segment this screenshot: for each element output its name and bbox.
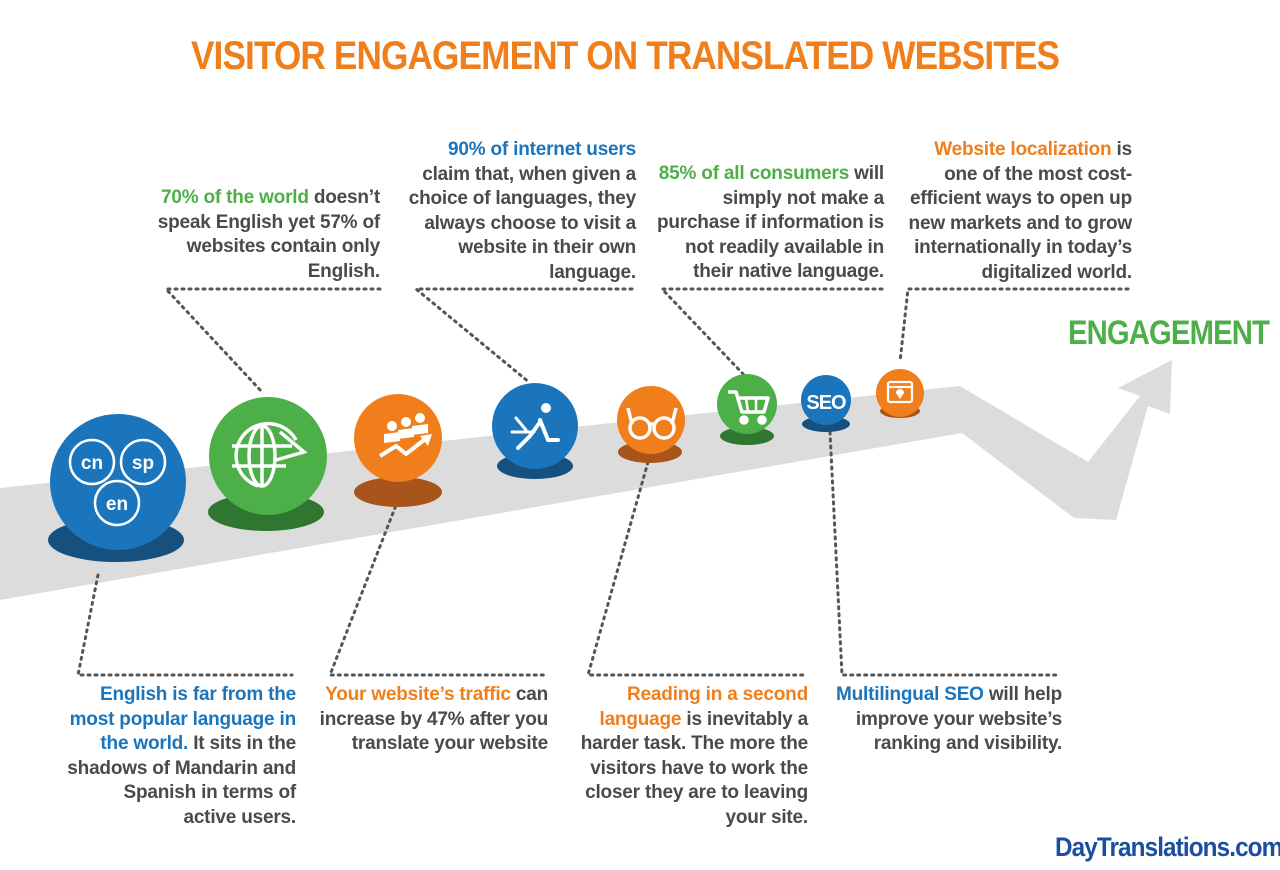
road-arrow (0, 360, 1172, 600)
cn-bubble-icon (68, 438, 116, 486)
callout-english: English is far from the most popular lan… (66, 683, 296, 830)
laptop-user-icon (510, 403, 560, 450)
callout-traffic-highlight: Your website’s traffic (325, 684, 511, 705)
browser-location-icon (886, 380, 914, 404)
engagement-label: ENGAGEMENT (1068, 314, 1270, 352)
connector-reading (586, 460, 808, 677)
cn-label: cn (81, 453, 103, 474)
callout-reading-text: is inevitably a harder task. The more th… (580, 708, 808, 828)
callout-localization-highlight: Website localization (934, 139, 1112, 160)
callout-world: 70% of the world doesn’t speak English y… (150, 186, 380, 284)
page-title: VISITOR ENGAGEMENT ON TRANSLATED WEBSITE… (190, 34, 1060, 78)
connector-seo (828, 430, 1060, 677)
callout-english-highlight: English is far from the most popular lan… (69, 684, 297, 754)
connector-world (162, 287, 382, 394)
sp-bubble-icon (119, 438, 167, 486)
seo-icon-label: SEO (806, 392, 846, 414)
en-label: en (106, 494, 128, 515)
callout-consumers-text: will simply not make a purchase if infor… (656, 163, 884, 282)
callout-seo-highlight: Multilingual SEO (836, 684, 984, 705)
connector-localization (898, 287, 1130, 364)
connector-english (76, 573, 294, 677)
logo-day: Day (1055, 832, 1098, 862)
glasses-icon (626, 407, 678, 440)
callout-world-text: doesn’t speak English yet 57% of website… (157, 187, 380, 282)
growing-team-icon (378, 413, 432, 458)
callout-traffic-text: can increase by 47% after you translate … (319, 684, 549, 754)
callout-consumers: 85% of all consumers will simply not mak… (654, 162, 884, 285)
logo-translations: Translations.com (1096, 832, 1280, 862)
connector-consumers (658, 287, 884, 378)
callout-english-text: It sits in the shadows of Mandarin and S… (67, 733, 296, 828)
shopping-cart-icon (728, 390, 770, 425)
globe-icon (232, 421, 308, 488)
circle-seo (801, 375, 851, 425)
callout-seo: Multilingual SEO will help improve your … (832, 683, 1062, 757)
callout-traffic: Your website’s traffic can increase by 4… (318, 683, 549, 757)
callout-reading-highlight: Reading in a second language (599, 684, 808, 730)
en-bubble-icon (93, 479, 141, 527)
connector-traffic (327, 498, 547, 677)
daytranslations-logo[interactable]: DayTranslations.com (1055, 832, 1280, 863)
callout-internet-text: claim that, when given a choice of langu… (408, 163, 636, 283)
callout-internet: 90% of internet users claim that, when g… (400, 138, 636, 285)
circle-shadow-3 (354, 477, 442, 507)
circle-shadow-6 (720, 427, 774, 445)
connector-internet (411, 287, 634, 385)
circle-globe (209, 397, 327, 515)
callout-localization: Website localization is one of the most … (898, 138, 1133, 285)
callout-localization-text: is one of the most cost-efficient ways t… (908, 139, 1133, 283)
callout-reading: Reading in a second language is inevitab… (578, 683, 808, 830)
callout-seo-text: will help improve your website’s ranking… (855, 684, 1062, 754)
callout-consumers-highlight: 85% of all consumers (658, 163, 850, 184)
callout-internet-highlight: 90% of internet users (448, 139, 636, 160)
sp-label: sp (132, 453, 154, 474)
callout-world-highlight: 70% of the world (160, 187, 309, 208)
